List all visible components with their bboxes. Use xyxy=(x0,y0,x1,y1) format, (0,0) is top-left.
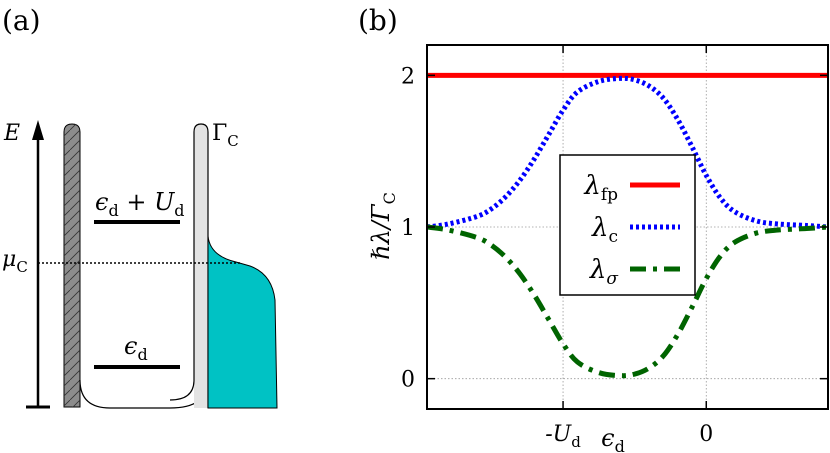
right-lead-fermi-sea xyxy=(207,235,278,409)
legend-label-sub: fp xyxy=(601,185,618,205)
x-tick-label: -Ud xyxy=(545,422,581,451)
legend-label-sub: σ xyxy=(606,269,618,289)
panel-a-label: (a) xyxy=(2,4,41,37)
right-barrier xyxy=(194,124,208,408)
x-tick-label-sub: d xyxy=(571,433,581,451)
plot-ticks: 0 1 2 -Ud 0 xyxy=(401,45,828,451)
x-tick-label: 0 xyxy=(699,422,713,447)
legend-label-main: λ xyxy=(591,213,608,243)
x-axis-label: ϵd xyxy=(601,424,625,453)
y-tick-label: 1 xyxy=(401,216,415,241)
coupling-label: ΓC xyxy=(212,121,239,150)
right-barrier-outline xyxy=(169,123,209,408)
series-line-dotted xyxy=(427,75,828,230)
legend-label: λc xyxy=(591,213,618,247)
y-tick-label: 0 xyxy=(401,368,415,393)
plot-series xyxy=(427,72,828,379)
y-tick-label: 2 xyxy=(401,64,415,89)
series-line-dashdot xyxy=(427,224,828,379)
legend-label-main: λ xyxy=(589,255,606,285)
y-axis-label: ℏλ/ΓC xyxy=(367,192,399,260)
energy-axis-arrowhead xyxy=(32,120,44,140)
x-tick-label-main: -U xyxy=(545,422,572,447)
chemical-potential-label: μC xyxy=(2,247,28,276)
panel-a: (a) E μC ϵd + Ud ϵd ΓC xyxy=(2,4,278,409)
legend-label: λfp xyxy=(583,171,618,205)
legend-label-sub: c xyxy=(608,227,618,247)
level-lower-label: ϵd xyxy=(124,332,148,364)
level-upper-label: ϵd + Ud xyxy=(95,188,185,220)
left-lead-hatch xyxy=(64,124,80,407)
legend-label-main: λ xyxy=(583,171,600,201)
energy-axis-label: E xyxy=(3,121,20,146)
x-tick-label-main: 0 xyxy=(699,422,713,447)
panel-b-label: (b) xyxy=(358,4,398,37)
legend-label: λσ xyxy=(589,255,618,289)
